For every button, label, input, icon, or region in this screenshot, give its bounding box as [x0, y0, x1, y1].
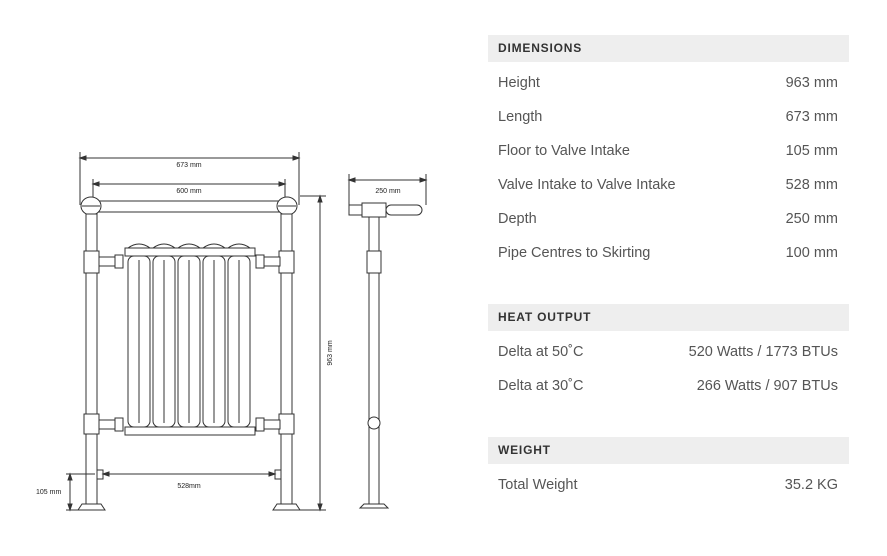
depth-label: 250 mm: [375, 188, 400, 195]
spec-value: 105 mm: [785, 143, 838, 159]
dimensions-heading: DIMENSIONS: [488, 35, 849, 62]
spec-row-total-weight: Total Weight 35.2 KG: [488, 468, 849, 502]
spec-row-valve-to-valve: Valve Intake to Valve Intake 528 mm: [488, 168, 849, 202]
radiator-technical-drawing: 673 mm 600 mm 528mm 105 mm 963 mm 250 mm: [36, 152, 428, 512]
spec-label: Height: [498, 75, 540, 91]
spec-label: Length: [498, 109, 543, 125]
spec-label: Floor to Valve Intake: [498, 143, 630, 159]
specifications-panel: DIMENSIONS Height 963 mm Length 673 mm F…: [488, 35, 849, 502]
rail-length-label: 600 mm: [176, 188, 201, 195]
floor-to-valve-label: 105 mm: [36, 489, 61, 496]
spec-value: 528 mm: [785, 177, 838, 193]
spec-label: Valve Intake to Valve Intake: [498, 177, 676, 193]
spec-value: 673 mm: [785, 109, 838, 125]
spec-value: 250 mm: [785, 211, 838, 227]
spec-row-pipe-centres: Pipe Centres to Skirting 100 mm: [488, 236, 849, 270]
spec-label: Pipe Centres to Skirting: [498, 245, 651, 261]
spec-value: 520 Watts / 1773 BTUs: [688, 344, 838, 360]
spec-label: Total Weight: [498, 477, 578, 493]
spec-row-depth: Depth 250 mm: [488, 202, 849, 236]
spec-row-length: Length 673 mm: [488, 100, 849, 134]
pipe-centres-label: 528mm: [177, 483, 201, 490]
spec-label: Delta at 30˚C: [498, 378, 584, 394]
weight-heading: WEIGHT: [488, 437, 849, 464]
heat-output-heading: HEAT OUTPUT: [488, 304, 849, 331]
spec-label: Depth: [498, 211, 537, 227]
spec-row-floor-to-valve: Floor to Valve Intake 105 mm: [488, 134, 849, 168]
spec-row-height: Height 963 mm: [488, 66, 849, 100]
height-label: 963 mm: [327, 340, 334, 365]
spec-row-delta-30: Delta at 30˚C 266 Watts / 907 BTUs: [488, 369, 849, 403]
spec-value: 35.2 KG: [784, 477, 838, 493]
spec-value: 266 Watts / 907 BTUs: [696, 378, 838, 394]
spec-row-delta-50: Delta at 50˚C 520 Watts / 1773 BTUs: [488, 335, 849, 369]
spec-value: 963 mm: [785, 75, 838, 91]
spec-value: 100 mm: [785, 245, 838, 261]
spec-label: Delta at 50˚C: [498, 344, 584, 360]
overall-length-label: 673 mm: [176, 162, 201, 169]
